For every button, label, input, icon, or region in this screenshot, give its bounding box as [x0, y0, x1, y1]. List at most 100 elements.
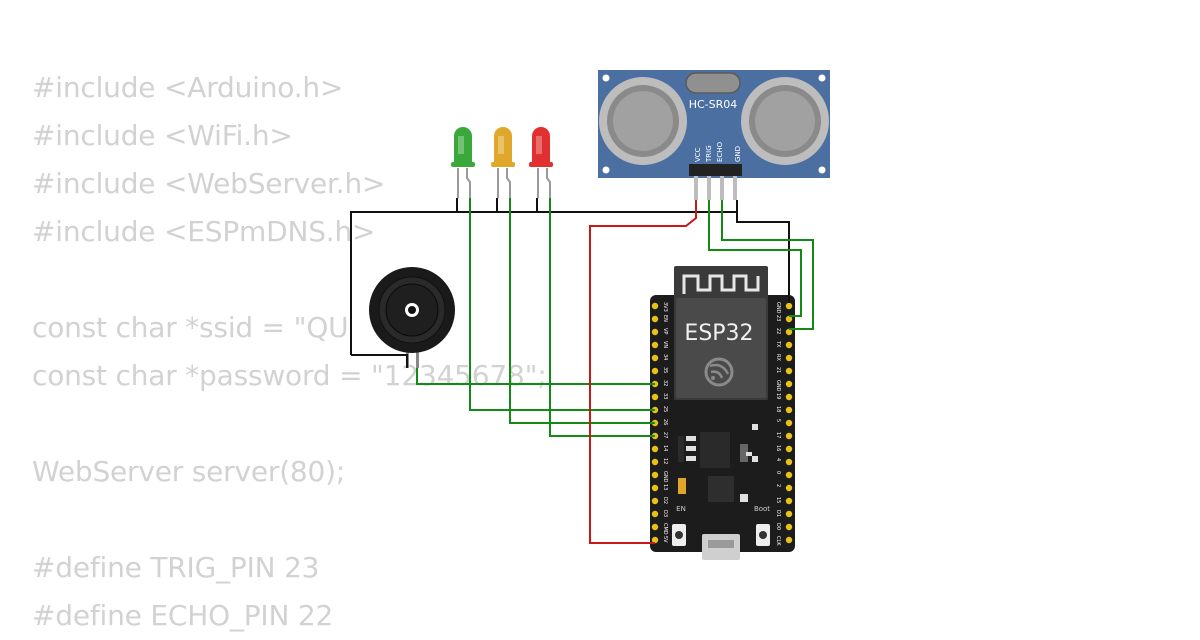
- en-label: EN: [676, 505, 686, 513]
- left-pin-header: 3V3ENVPVN343532332526271412GND13D2D3CMD5…: [651, 302, 668, 544]
- right-pin-label: 17: [775, 432, 781, 438]
- right-pin-10[interactable]: [785, 432, 793, 440]
- esp32-shield: [676, 298, 766, 398]
- right-pin-15[interactable]: [785, 497, 793, 505]
- piezo-buzzer[interactable]: [369, 267, 455, 368]
- right-pin-14[interactable]: [785, 484, 793, 492]
- right-pin-label: D1: [775, 510, 781, 517]
- right-pin-8[interactable]: [785, 406, 793, 414]
- code-background: #include <Arduino.h> #include <WiFi.h> #in…: [32, 64, 547, 640]
- wire-trig: [708, 200, 802, 317]
- right-transducer: [741, 77, 829, 165]
- right-pin-label: 4: [775, 458, 781, 461]
- right-pin-label: 23: [775, 315, 781, 321]
- espressif-logo-icon: [704, 357, 734, 387]
- wire-black-buzzer: [351, 354, 408, 368]
- right-pin-12[interactable]: [785, 458, 793, 466]
- sensor-pin-vcc-label: VCC: [694, 147, 702, 162]
- right-pin-6[interactable]: [785, 380, 793, 388]
- left-pin-7[interactable]: [651, 393, 659, 401]
- code-line: #include <WebServer.h>: [32, 167, 386, 200]
- wire-red-led: [549, 198, 655, 437]
- right-pin-label: 0: [775, 471, 781, 474]
- left-pin-14[interactable]: [651, 484, 659, 492]
- code-line: #include <ESPmDNS.h>: [32, 215, 376, 248]
- crystal-oscillator: [685, 72, 741, 94]
- left-pin-label: VP: [662, 328, 668, 334]
- wire-black-gnd: [350, 198, 790, 355]
- code-line: const char *password = "12345678";: [32, 359, 547, 392]
- left-pin-label: 13: [662, 484, 668, 490]
- left-pin-label: VN: [662, 341, 668, 348]
- right-pin-label: 19: [775, 393, 781, 399]
- left-pin-label: D2: [662, 497, 668, 504]
- right-pin-18[interactable]: [785, 536, 793, 544]
- right-pin-7[interactable]: [785, 393, 793, 401]
- right-pin-label: 21: [775, 367, 781, 373]
- right-pin-2[interactable]: [785, 328, 793, 336]
- left-pin-2[interactable]: [651, 328, 659, 336]
- right-pin-1[interactable]: [785, 315, 793, 323]
- hc-sr04-sensor[interactable]: HC-SR04 VCC TRIG ECHO GND: [598, 70, 830, 200]
- sensor-pin-trig-label: TRIG: [705, 145, 713, 163]
- usb-chip: [708, 476, 734, 502]
- left-pin-13[interactable]: [651, 471, 659, 479]
- left-pin-label: 35: [662, 367, 668, 373]
- left-pin-3[interactable]: [651, 341, 659, 349]
- left-pin-label: 26: [662, 419, 668, 425]
- left-pin-16[interactable]: [651, 510, 659, 518]
- left-pin-0[interactable]: [651, 302, 659, 310]
- right-pin-5[interactable]: [785, 367, 793, 375]
- wire-buzzer-signal: [416, 368, 655, 385]
- left-pin-18[interactable]: [651, 536, 659, 544]
- left-pin-label: GND: [662, 471, 668, 483]
- left-pin-label: EN: [662, 315, 668, 322]
- left-pin-17[interactable]: [651, 523, 659, 531]
- right-pin-13[interactable]: [785, 471, 793, 479]
- left-transducer: [599, 77, 687, 165]
- left-pin-12[interactable]: [651, 458, 659, 466]
- right-pin-label: 18: [775, 406, 781, 412]
- right-pin-11[interactable]: [785, 445, 793, 453]
- left-pin-15[interactable]: [651, 497, 659, 505]
- led-red[interactable]: [529, 127, 553, 198]
- left-pin-4[interactable]: [651, 354, 659, 362]
- right-pin-label: CLK: [775, 536, 781, 546]
- sensor-pin-header: [689, 164, 742, 200]
- antenna-trace: [682, 274, 760, 294]
- right-pin-3[interactable]: [785, 341, 793, 349]
- left-pin-label: 27: [662, 432, 668, 438]
- left-pin-label: 32: [662, 380, 668, 386]
- boot-label: Boot: [754, 505, 770, 513]
- right-pin-label: TX: [775, 340, 781, 348]
- wire-green-led: [469, 198, 655, 411]
- right-pin-label: 2: [775, 484, 781, 487]
- code-line: #define TRIG_PIN 23: [32, 551, 320, 584]
- code-line: #include <WiFi.h>: [32, 119, 293, 152]
- right-pin-label: 22: [775, 328, 781, 334]
- left-pin-label: 33: [662, 393, 668, 399]
- code-line: #include <Arduino.h>: [32, 71, 344, 104]
- right-pin-17[interactable]: [785, 523, 793, 531]
- wire-yellow-led: [509, 198, 655, 424]
- left-pin-11[interactable]: [651, 445, 659, 453]
- right-pin-label: 5: [775, 419, 781, 422]
- right-pin-16[interactable]: [785, 510, 793, 518]
- led-green[interactable]: [451, 127, 475, 198]
- left-pin-label: 5V: [662, 536, 668, 543]
- right-pin-label: 15: [775, 497, 781, 503]
- code-line: const char *ssid = "QU: [32, 311, 349, 344]
- left-pin-5[interactable]: [651, 367, 659, 375]
- left-pin-label: CMD: [662, 523, 668, 535]
- right-pin-4[interactable]: [785, 354, 793, 362]
- code-line: #define ECHO_PIN 22: [32, 599, 334, 632]
- left-pin-label: 25: [662, 406, 668, 412]
- code-line: WebServer server(80);: [32, 455, 346, 488]
- left-pin-1[interactable]: [651, 315, 659, 323]
- sensor-model-label: HC-SR04: [689, 98, 738, 111]
- led-yellow[interactable]: [491, 127, 515, 198]
- right-pin-0[interactable]: [785, 302, 793, 310]
- right-pin-9[interactable]: [785, 419, 793, 427]
